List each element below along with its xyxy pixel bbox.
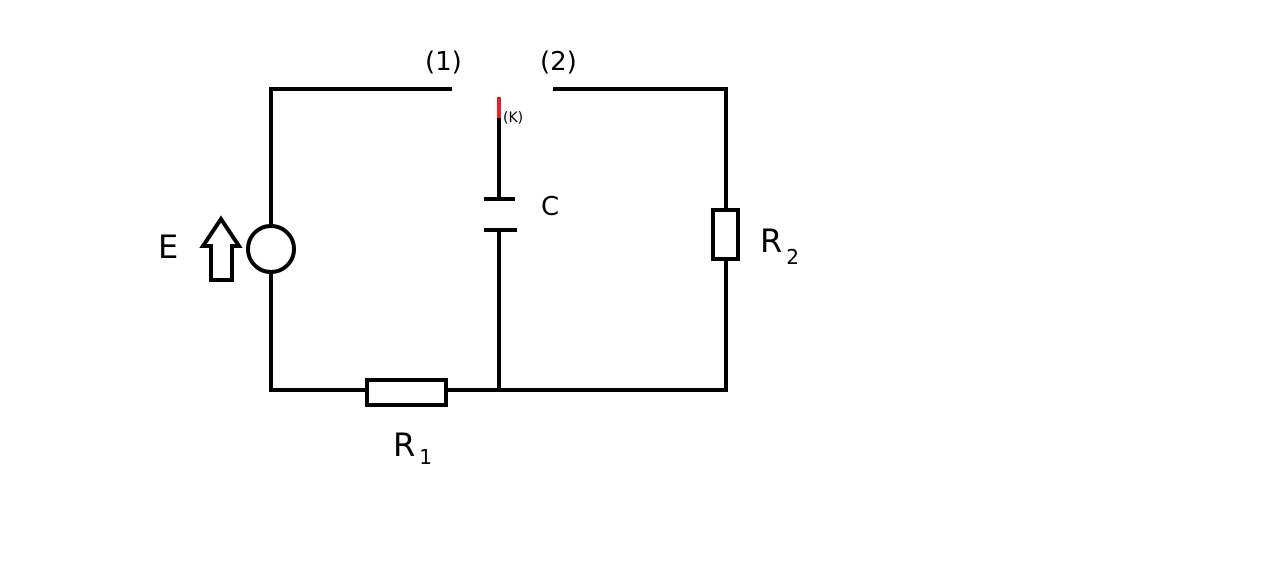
- resistor-r2: [711, 208, 740, 261]
- wire-right-top: [553, 87, 728, 212]
- label-capacitor-c: C: [541, 192, 559, 222]
- label-switch-k: (K): [503, 110, 523, 126]
- resistor-r1: [365, 378, 448, 407]
- voltage-source: [246, 224, 296, 274]
- capacitor: [484, 197, 517, 232]
- label-resistor-r2-letter: R: [760, 222, 782, 260]
- label-terminal-1: (1): [425, 47, 462, 77]
- wire-left-top: [269, 87, 452, 228]
- label-resistor-r1-index: 1: [419, 445, 432, 469]
- wires: [269, 87, 728, 392]
- source-direction-arrow-icon: [199, 215, 243, 282]
- wire-bottom-left: [269, 271, 369, 392]
- label-source-e: E: [158, 228, 178, 266]
- label-terminal-2: (2): [540, 47, 577, 77]
- label-resistor-r2-index: 2: [786, 245, 799, 269]
- label-resistor-r1-letter: R: [393, 426, 415, 464]
